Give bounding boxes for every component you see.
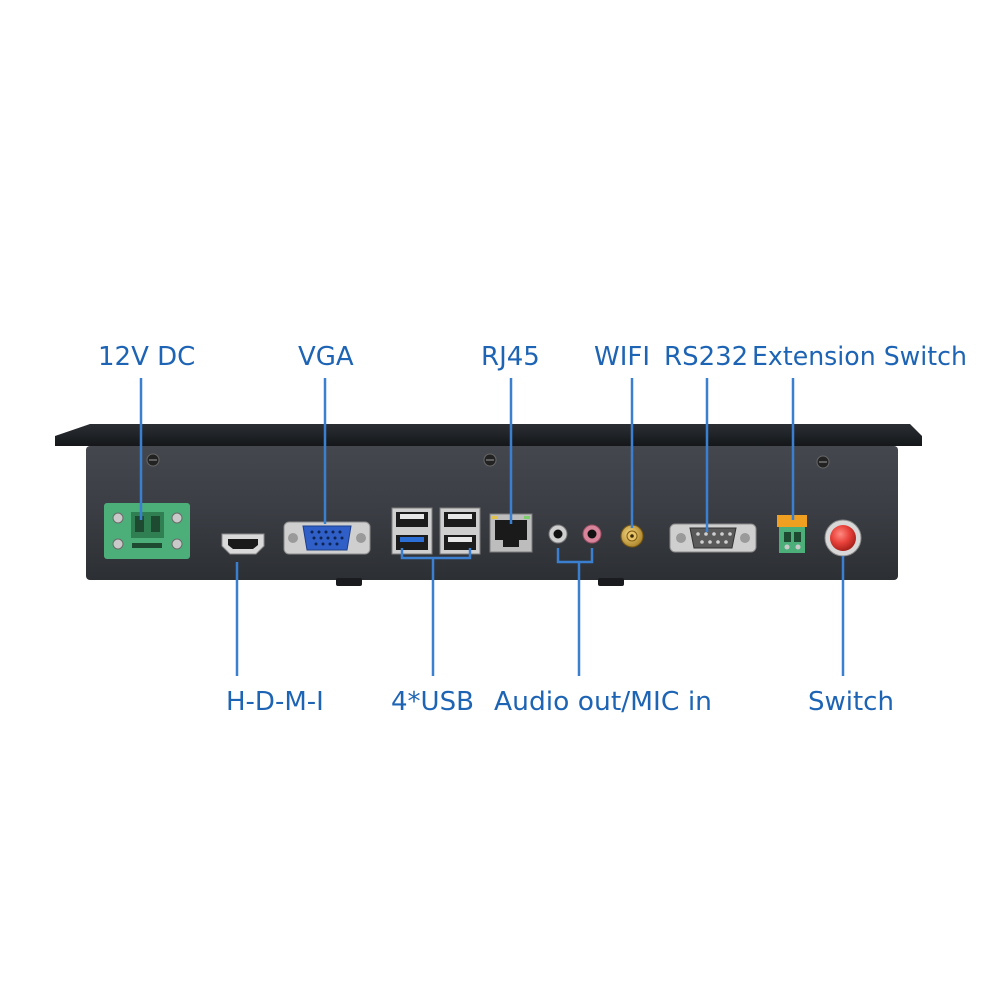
label-extension-switch: Extension Switch xyxy=(752,342,967,372)
screw-icon xyxy=(146,453,160,467)
audio-out-jack xyxy=(548,524,568,544)
screw-icon xyxy=(483,453,497,467)
label-rj45: RJ45 xyxy=(481,342,540,372)
power-switch-button[interactable] xyxy=(824,519,862,557)
chassis-foot-right xyxy=(598,578,624,586)
leader-line-audio xyxy=(556,548,594,564)
leader-lines xyxy=(139,378,845,676)
rs232-port xyxy=(669,523,757,553)
label-rs232: RS232 xyxy=(664,342,748,372)
usb-ports xyxy=(391,507,481,555)
chassis-foot-left xyxy=(336,578,362,586)
leader-line-usb xyxy=(400,548,472,560)
wifi-antenna-connector xyxy=(620,524,644,548)
chassis-top-lip xyxy=(55,424,922,446)
label-wifi: WIFI xyxy=(594,342,650,372)
labels: 12V DC VGA RJ45 WIFI RS232 Extension Swi… xyxy=(98,342,967,717)
dc-power-terminal xyxy=(104,503,190,559)
label-audio: Audio out/MIC in xyxy=(494,687,712,717)
label-switch: Switch xyxy=(808,687,894,717)
label-vga: VGA xyxy=(298,342,354,372)
label-dc-power: 12V DC xyxy=(98,342,195,372)
label-usb: 4*USB xyxy=(391,687,474,717)
screw-icon xyxy=(816,455,830,469)
mic-in-jack xyxy=(582,524,602,544)
hdmi-port xyxy=(221,533,265,555)
vga-port xyxy=(283,521,371,555)
label-hdmi: H-D-M-I xyxy=(226,687,324,717)
extension-switch-terminal xyxy=(777,515,807,553)
